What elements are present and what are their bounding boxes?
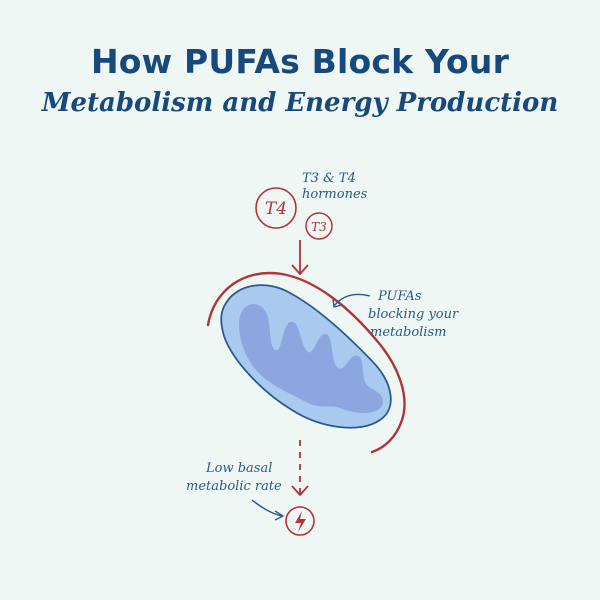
dashed-down-arrow-icon <box>291 440 309 496</box>
pufa-pointer-arrow-icon <box>332 293 371 308</box>
bmr-label-line2: metabolic rate <box>186 479 282 494</box>
lightning-bolt-icon <box>285 506 315 536</box>
pufa-membrane-curve <box>206 271 406 454</box>
t4-label: T4 <box>265 199 287 219</box>
t3-hormone-circle: T3 <box>305 212 333 240</box>
pufa-label-line2: blocking your <box>368 307 459 322</box>
hormones-label-line1: T3 & T4 <box>302 171 356 186</box>
bmr-pointer-arrow-icon <box>251 499 284 521</box>
pufa-label-line1: PUFAs <box>377 289 422 304</box>
bmr-label-line1: Low basal <box>205 461 272 476</box>
title-line-1: How PUFAs Block Your <box>90 42 510 81</box>
mitochondria-icon <box>220 284 392 429</box>
pufa-label-line3: metabolism <box>370 325 446 340</box>
t4-hormone-circle: T4 <box>255 187 297 229</box>
t3-label: T3 <box>311 220 327 234</box>
down-arrow-icon <box>291 240 309 275</box>
hormones-label-line2: hormones <box>302 187 368 202</box>
title-line-2: Metabolism and Energy Production <box>41 88 559 118</box>
